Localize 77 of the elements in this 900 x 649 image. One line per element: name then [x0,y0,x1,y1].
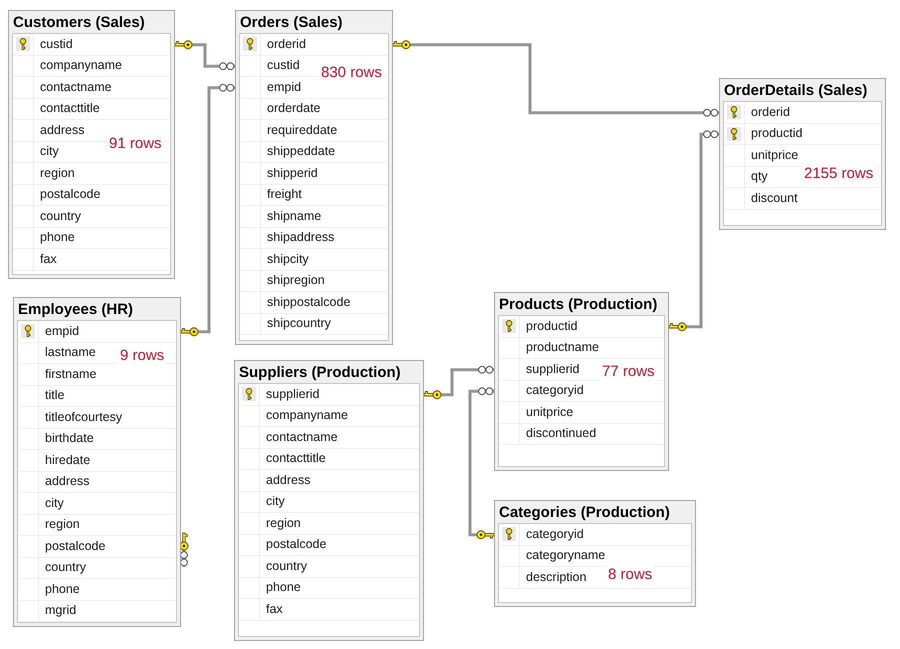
column-name: categoryid [526,526,584,542]
column-name: postalcode [45,538,106,554]
table-title: Categories (Production) [499,504,670,521]
column-name: postalcode [40,187,100,202]
column-name: contacttitle [40,101,100,116]
column-name: empid [45,324,80,339]
column-name: phone [266,580,301,596]
column-name: shipregion [267,273,325,288]
column-name: companyname [40,58,122,74]
table-title: OrderDetails (Sales) [724,82,868,99]
column-name: unitprice [526,404,574,420]
column-name: supplierid [526,362,580,377]
entity-table [494,500,696,607]
column-name: firstname [45,366,96,382]
column-name: qty [751,169,768,184]
column-name: companyname [266,408,348,424]
column-name: address [40,122,84,138]
column-name: orderdate [267,101,321,116]
table-title: Customers (Sales) [13,14,145,31]
column-name: shipcity [267,252,309,267]
column-name: discount [751,190,798,206]
column-name: unitprice [751,148,798,163]
column-name: city [40,144,59,160]
column-name: shippeddate [267,144,336,160]
column-name: productid [526,318,578,334]
row-count-label: 9 rows [118,347,166,365]
column-name: shippostalcode [267,294,350,310]
column-name: phone [40,230,75,246]
column-name: orderid [751,104,790,120]
column-name: city [266,494,285,510]
column-name: address [45,474,90,490]
column-name: address [266,472,310,488]
column-name: region [266,516,301,531]
column-name: region [45,517,80,532]
column-name: categoryid [526,383,584,398]
column-name: phone [45,582,80,597]
column-name: productid [751,126,802,142]
column-name: contactname [40,80,112,95]
table-title: Products (Production) [499,296,658,313]
column-name: fax [40,252,57,267]
column-name: country [40,208,81,224]
column-name: description [526,570,586,585]
column-name: title [45,388,64,404]
column-name: orderid [267,36,306,52]
column-name: custid [40,36,73,52]
relationship-line [468,387,496,536]
column-name: region [40,166,75,181]
column-name: postalcode [266,537,326,552]
column-name: contacttitle [266,451,326,466]
column-name: lastname [45,345,96,360]
column-name: shipaddress [267,230,334,246]
column-name: birthdate [45,431,94,446]
column-name: mgrid [45,603,76,618]
column-name: titleofcourtesy [45,410,122,425]
column-name: hiredate [45,452,90,468]
column-name: city [45,496,64,511]
table-title: Employees (HR) [18,301,134,318]
column-name: contactname [266,430,338,445]
column-name: requireddate [267,122,338,138]
row-count-label: 77 rows [600,363,657,381]
column-name: shipname [267,208,322,224]
column-name: country [266,558,307,574]
column-name: supplierid [266,386,320,402]
column-name: productname [526,340,599,356]
column-name: custid [267,58,300,74]
column-name: categoryname [526,548,606,564]
column-name: shipcountry [267,316,331,332]
column-name: fax [266,602,283,617]
column-name: freight [267,187,302,202]
column-name: empid [267,80,302,95]
table-title: Orders (Sales) [240,14,343,31]
column-name: shipperid [267,166,318,181]
entity-table [719,78,886,230]
table-title: Suppliers (Production) [239,364,401,381]
entity-table [494,292,669,471]
column-name: country [45,560,86,576]
column-name: discontinued [526,426,596,442]
